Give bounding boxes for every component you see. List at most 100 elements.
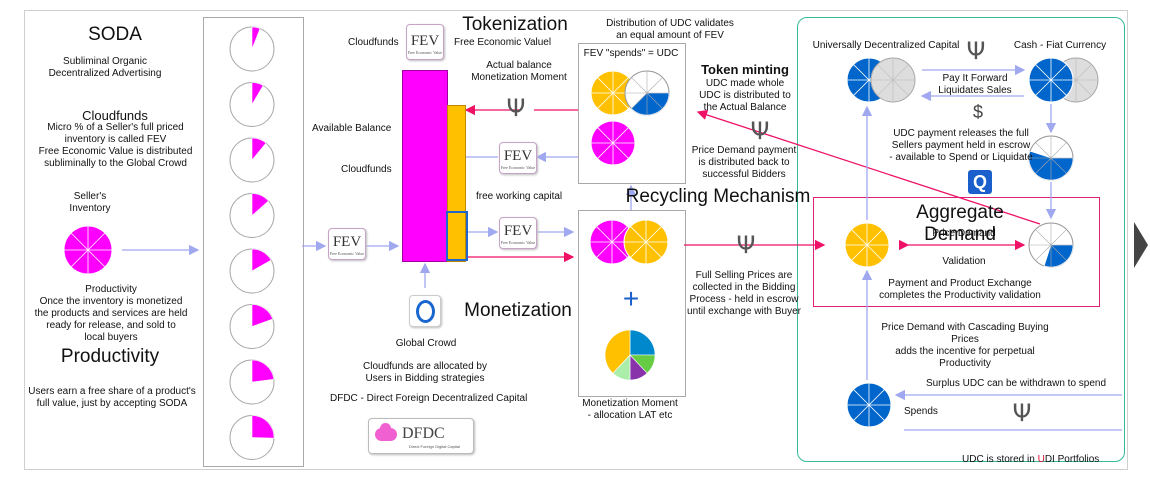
global-crowd-label: Global Crowd (395, 338, 457, 349)
soda-subtitle: Subliminal Organic Decentralized Adverti… (48, 56, 162, 79)
cloudfunds-allocated-text: Cloudfunds are allocated by Users in Bid… (363, 361, 487, 384)
escrow-part-wheel-spoke (1050, 157, 1067, 174)
right-panel (797, 17, 1125, 462)
token-magenta-wheel-spoke (597, 127, 614, 144)
tokenization-title: Tokenization (462, 14, 568, 35)
demand-gold-wheel-spoke (851, 244, 868, 261)
token-blue-spoke (646, 77, 663, 94)
udc-payment-text: UDC payment releases the full Sellers pa… (889, 128, 1033, 163)
escrow-part-wheel-spoke (1035, 142, 1052, 159)
seller-inventory-wheel-spoke (70, 249, 89, 268)
aggregate-demand-title: Aggregate Demand (916, 202, 1004, 245)
demand-part-wheel-spoke (1035, 229, 1052, 246)
udc-wheel-spoke (853, 64, 870, 81)
udc-stored-u: U (1037, 454, 1045, 465)
monetization-moment-text: Monetization Moment - allocation LAT etc (582, 398, 678, 421)
allocation-pie-slice (629, 329, 656, 356)
arrow-price-demand-to-token (696, 109, 1041, 225)
demand-part-wheel-spoke (1050, 244, 1067, 261)
actual-balance-bar (447, 105, 466, 262)
fev-logo-word: FEV (503, 223, 533, 239)
fev-spends-label: FEV "spends" = UDC (583, 48, 679, 59)
validation-label: Validation (942, 256, 986, 267)
cash-blue-wheel-spoke (1050, 79, 1067, 96)
demand-gold-wheel-spoke (866, 229, 883, 246)
fev-logo-sub: Free Economic Value (500, 240, 536, 245)
price-demand-label: Price Demand (932, 228, 996, 239)
inventory-pie-wedge (251, 82, 264, 106)
udc-grey-spoke (892, 64, 909, 81)
token-gold-wheel-spoke (597, 77, 614, 94)
token-blue-wedge (631, 92, 670, 116)
dfdc-logo-word: DFDC (402, 425, 445, 442)
recycle-gold-wheel-spoke (645, 241, 662, 258)
crowd-ring-icon (416, 300, 435, 323)
spends-wheel-spoke (868, 389, 885, 406)
sellers-inventory-label: Seller's Inventory (69, 191, 111, 214)
cash-blue-wheel-spoke (1035, 79, 1052, 96)
cash-grey-spoke (1075, 64, 1092, 81)
aggregate-demand-box (813, 197, 1100, 307)
token-minting-title: Token minting (701, 62, 789, 77)
cloud-icon-puff (380, 423, 391, 434)
q-logo-letter: Q (972, 172, 987, 192)
full-selling-prices-text: Full Selling Prices are collected in the… (687, 270, 801, 317)
demand-part-wheel-spoke (1050, 229, 1067, 246)
fev-logo-sub: Free Economic Value (329, 251, 365, 256)
fev-logo-word: FEV (503, 148, 533, 164)
fev-logo-sub: Free Economic Value (500, 165, 536, 170)
token-blue-spoke (631, 92, 648, 109)
surplus-text: Surplus UDC can be withdrawn to spend (925, 378, 1107, 389)
cloudfunds-title: Cloudfunds (82, 108, 148, 123)
recycle-gold-wheel-spoke (630, 241, 647, 258)
token-blue-spoke (646, 92, 663, 109)
fev-logo-left: FEV Free Economic Value (328, 228, 366, 260)
udc-symbol-bottom-right: Ψ (1012, 399, 1032, 427)
cash-blue-wheel-spoke (1050, 64, 1067, 81)
cash-title: Cash - Fiat Currency (1013, 40, 1107, 51)
free-economic-value-label: Free Economic Valuel (454, 37, 552, 48)
demand-part-wheel-filled (1043, 244, 1074, 268)
soda-title: SODA (88, 24, 142, 45)
demand-part-wheel-spoke (1035, 244, 1052, 261)
cloudfunds-top-label: Cloudfunds (348, 37, 399, 48)
seller-inventory-wheel-spoke (87, 232, 106, 251)
udc-grey-spoke (877, 79, 894, 96)
q-logo: Q (968, 170, 992, 194)
inventory-pie-wedge (251, 26, 261, 50)
spends-wheel-spoke (868, 404, 885, 421)
payment-exchange-text: Payment and Product Exchange completes t… (879, 278, 1041, 301)
price-demand-payment-text: Price Demand payment is distributed back… (691, 145, 797, 180)
users-earn-text: Users earn a free share of a product's f… (28, 386, 196, 409)
monetization-title: Monetization (464, 300, 572, 321)
recycling-mechanism-title: Recycling Mechanism (625, 186, 811, 207)
inventory-pie-wedge (251, 415, 275, 439)
dfdc-text: DFDC - Direct Foreign Decentralized Capi… (330, 393, 528, 404)
escrow-part-wheel-spoke (1050, 142, 1067, 159)
udc-grey-spoke (892, 79, 909, 96)
seller-inventory-wheel-spoke (87, 249, 106, 268)
productivity-title: Productivity (60, 346, 160, 367)
token-blue-spoke (631, 77, 648, 94)
recycle-magenta-wheel-spoke (611, 241, 628, 258)
recycle-magenta-wheel-spoke (596, 226, 613, 243)
token-magenta-wheel-spoke (612, 127, 629, 144)
cascading-text: Price Demand with Cascading Buying Price… (881, 322, 1049, 369)
seller-inventory-wheel-spoke (70, 232, 89, 251)
outer-frame (24, 10, 1128, 470)
inventory-pie-wedge (251, 137, 267, 161)
tokenization-box (578, 43, 686, 184)
recycle-gold-wheel-spoke (630, 226, 647, 243)
udc-grey-spoke (877, 64, 894, 81)
token-magenta-wheel-spoke (612, 142, 629, 159)
cash-blue-wheel-spoke (1035, 64, 1052, 81)
dfdc-logo: DFDC Direct Foreign Digital Capital (368, 418, 474, 454)
cloudfunds-body: Micro % of a Seller's full priced invent… (38, 122, 193, 169)
available-balance-bar (402, 70, 448, 262)
escrow-part-wheel-spoke (1035, 157, 1052, 174)
fev-logo-sub: Free Economic Value (407, 50, 443, 55)
token-gold-wheel-spoke (612, 77, 629, 94)
demand-gold-wheel-spoke (866, 244, 883, 261)
distribution-text: Distribution of UDC validates an equal a… (606, 18, 734, 41)
dollar-sign: $ (972, 102, 983, 122)
